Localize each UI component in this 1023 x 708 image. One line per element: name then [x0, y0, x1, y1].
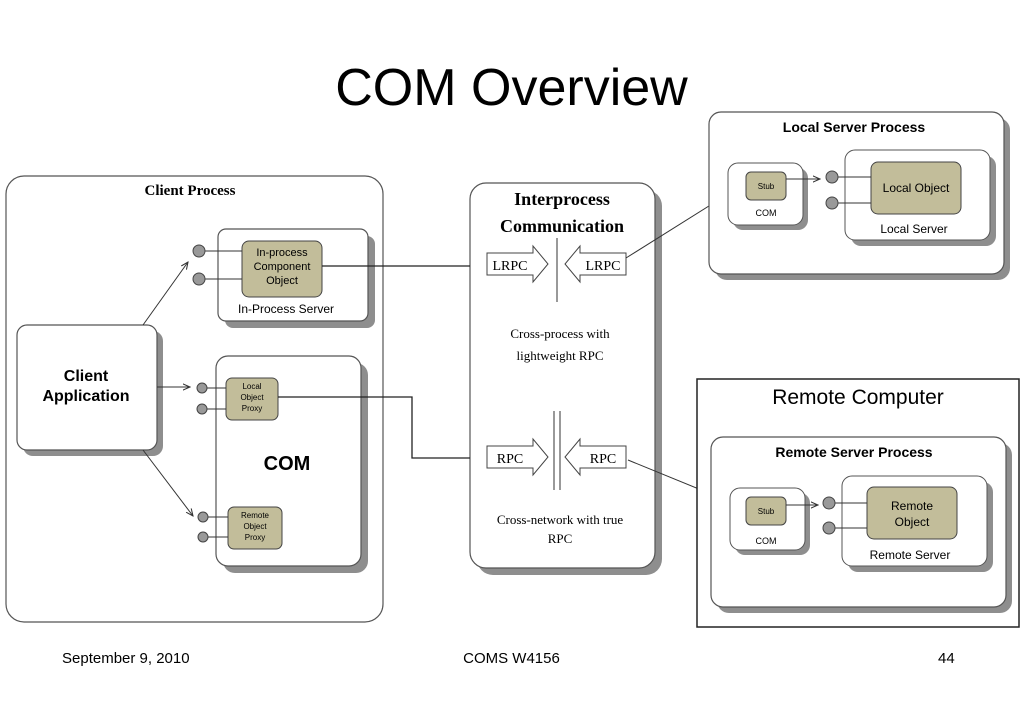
client-process-title: Client Process — [145, 183, 236, 199]
slide-title: COM Overview — [335, 59, 688, 117]
local-stub-label: Stub — [758, 182, 775, 191]
ipc-title-1: Interprocess — [514, 189, 610, 209]
local-server-process-title: Local Server Process — [783, 119, 926, 135]
remote-computer-title: Remote Computer — [772, 386, 944, 409]
lrpc-description-2: lightweight RPC — [516, 348, 603, 363]
remote-server-process-title: Remote Server Process — [775, 444, 932, 460]
remote-computer-box: Remote Computer Remote Server Process St… — [696, 378, 1020, 628]
local-proxy-label-2: Object — [240, 393, 264, 402]
in-process-object-label-1: In-process — [256, 247, 308, 259]
client-app-arrows — [142, 262, 193, 516]
client-application-box: Client Application — [16, 324, 163, 456]
lrpc-description-1: Cross-process with — [510, 326, 610, 341]
remote-stub-label: Stub — [758, 507, 775, 516]
in-process-object-label-3: Object — [266, 275, 298, 287]
in-process-object-label-2: Component — [254, 261, 311, 273]
in-process-server-box: In-Process Server In-process Component O… — [192, 228, 375, 328]
lrpc-right-label: LRPC — [585, 259, 620, 274]
remote-proxy-label-2: Object — [243, 522, 267, 531]
rpc-description-1: Cross-network with true — [497, 512, 624, 527]
in-process-server-label: In-Process Server — [238, 302, 334, 316]
rpc-description-2: RPC — [548, 531, 573, 546]
local-object-label: Local Object — [883, 181, 950, 195]
local-com-label: COM — [756, 208, 777, 218]
remote-proxy-label-1: Remote — [241, 511, 270, 520]
client-com-label: COM — [264, 453, 311, 475]
client-application-label-1: Client — [64, 368, 109, 385]
local-proxy-label-1: Local — [242, 382, 261, 391]
client-application-label-2: Application — [42, 388, 129, 405]
footer-date: September 9, 2010 — [62, 650, 190, 667]
ipc-box: Interprocess Communication LRPC LRPC Cro… — [469, 182, 662, 575]
local-proxy-label-3: Proxy — [242, 404, 262, 413]
local-object-proxy: Local Object Proxy — [196, 377, 279, 421]
remote-proxy-label-3: Proxy — [245, 533, 265, 542]
remote-com-label: COM — [756, 536, 777, 546]
rpc-left-label: RPC — [497, 452, 523, 467]
remote-server-label: Remote Server — [870, 548, 951, 562]
remote-object-label-2: Object — [895, 515, 930, 529]
footer-course: COMS W4156 — [463, 650, 560, 667]
remote-object-proxy: Remote Object Proxy — [197, 506, 283, 550]
footer-page-number: 44 — [938, 650, 955, 667]
rpc-right-label: RPC — [590, 452, 616, 467]
local-server-process-box: Local Server Process Stub COM Local Obje… — [708, 111, 1010, 280]
lrpc-left-label: LRPC — [492, 259, 527, 274]
remote-object-label-1: Remote — [891, 499, 933, 513]
ipc-title-2: Communication — [500, 216, 624, 236]
local-server-label: Local Server — [880, 222, 947, 236]
